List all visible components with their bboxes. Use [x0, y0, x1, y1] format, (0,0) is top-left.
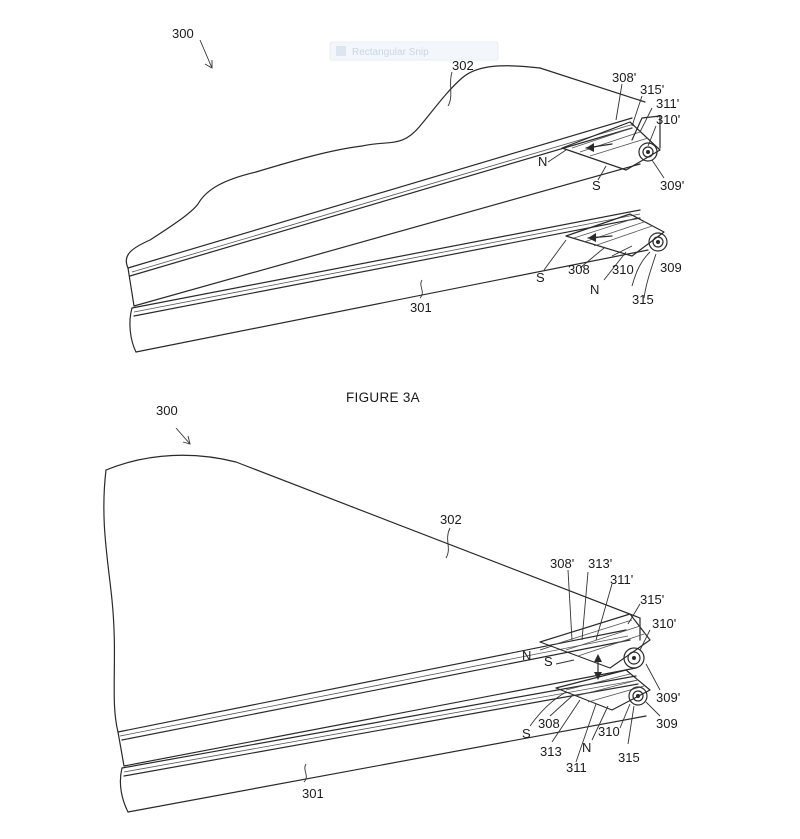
upper-magnet-housing-b — [539, 613, 651, 669]
upper-roller-a — [638, 142, 658, 162]
upper-panel-outline-b — [103, 469, 119, 733]
label-301-b: 301 — [302, 786, 324, 801]
label-301-a: 301 — [410, 300, 432, 315]
label-300-a: 300 — [172, 26, 194, 41]
label-309p-a: 309' — [660, 178, 684, 193]
label-308-b: 308 — [538, 716, 560, 731]
label-311p-a: 311' — [656, 96, 679, 111]
figure-3b: 300 302 308' 313' 311' 315' 310' N S 309… — [103, 403, 680, 813]
label-s-lower-a: S — [536, 270, 545, 285]
upper-panel-top-edge-a — [539, 67, 646, 103]
lower-magnet-housing-a — [565, 213, 665, 257]
label-310-b: 310 — [598, 724, 620, 739]
label-310p-b: 310' — [652, 616, 676, 631]
label-n-upper-b: N — [522, 648, 531, 663]
label-310-a: 310 — [612, 262, 634, 277]
label-315p-a: 315' — [640, 82, 664, 97]
label-310p-a: 310' — [656, 112, 680, 127]
upper-magnet-housing-a — [561, 121, 661, 171]
label-s-lower-b: S — [522, 726, 531, 741]
label-309-a: 309 — [660, 260, 682, 275]
label-308p-b: 308' — [550, 556, 574, 571]
label-300-b: 300 — [156, 403, 178, 418]
label-302-a: 302 — [452, 58, 474, 73]
label-308p-a: 308' — [612, 70, 636, 85]
label-313-b: 313 — [540, 744, 562, 759]
lower-magnet-housing-b — [555, 669, 651, 711]
label-309p-b: 309' — [656, 690, 680, 705]
label-s-upper-b: S — [544, 654, 553, 669]
label-n-lower-b: N — [582, 740, 591, 755]
figure-3a: 300 302 308' 315' 311' 310' 309' N S S 3… — [125, 26, 684, 405]
label-s-upper-a: S — [592, 178, 601, 193]
label-315-b: 315 — [618, 750, 640, 765]
lower-roller-a — [648, 232, 668, 252]
upper-rail-top-a — [127, 117, 633, 269]
snip-overlay — [329, 41, 499, 61]
label-313p-b: 313' — [588, 556, 612, 571]
snip-icon — [336, 46, 346, 56]
label-311-b: 311 — [566, 760, 587, 775]
label-n-upper-a: N — [538, 154, 547, 169]
label-308-a: 308 — [568, 262, 590, 277]
snip-overlay-label: Rectangular Snip — [352, 47, 429, 58]
upper-panel-break-line-a — [125, 65, 541, 269]
lower-rail-top-a — [131, 209, 641, 309]
upper-panel-top-edge-b — [105, 454, 641, 619]
label-302-b: 302 — [440, 512, 462, 527]
figure-3a-caption: FIGURE 3A — [346, 390, 420, 405]
label-309-b: 309 — [656, 716, 678, 731]
label-311p-b: 311' — [610, 572, 633, 587]
label-315-a: 315 — [632, 292, 654, 307]
label-n-lower-a: N — [590, 282, 599, 297]
upper-roller-b — [623, 647, 645, 669]
label-315p-b: 315' — [640, 592, 664, 607]
lower-roller-b — [628, 686, 648, 706]
